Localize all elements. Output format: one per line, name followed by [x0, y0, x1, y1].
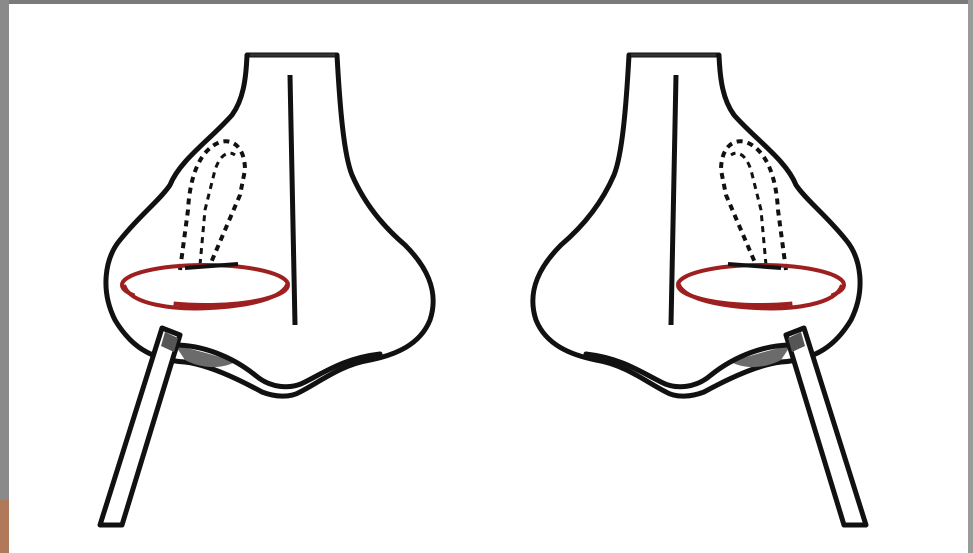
nose-figure-right: [533, 55, 866, 525]
frame-border-left: [0, 0, 9, 553]
nose-figure-left: [100, 55, 433, 525]
nose-diagram: [9, 4, 968, 553]
frame-border-right: [968, 0, 973, 553]
